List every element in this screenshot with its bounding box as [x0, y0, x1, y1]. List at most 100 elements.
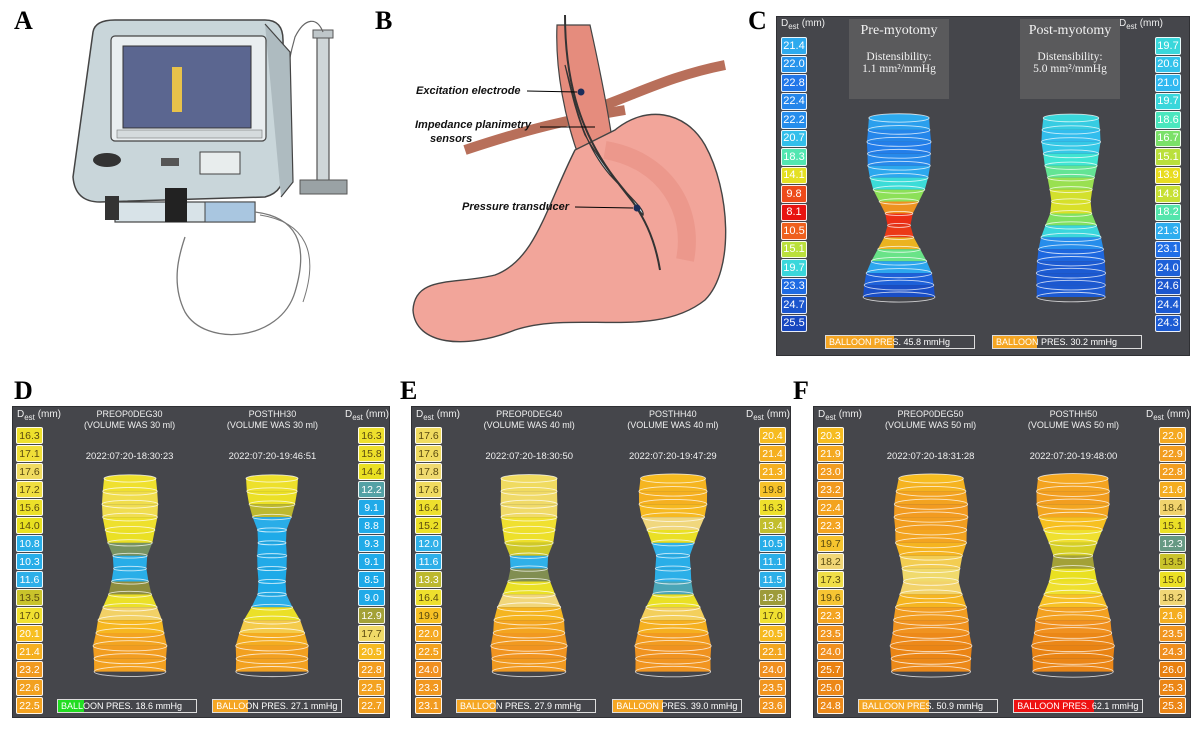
diameter-cell: 8.5 [358, 571, 385, 588]
dest-header-left: Dest (mm) [17, 409, 62, 422]
balloon-ring [638, 498, 708, 510]
balloon-ring [500, 499, 558, 509]
diameter-cell: 18.3 [781, 148, 807, 166]
balloon-ring [1040, 232, 1102, 242]
balloon-ring [1036, 485, 1111, 497]
diameter-cell: 14.0 [16, 517, 43, 534]
balloon-segment [1041, 129, 1101, 142]
diameter-cell: 23.2 [817, 481, 844, 498]
post-myotomy-box: Post-myotomy Distensibility: 5.0 mm²/mmH… [1020, 19, 1120, 99]
balloon-ring [878, 198, 920, 205]
balloon-segment [893, 491, 968, 505]
balloon-ring [891, 627, 970, 639]
balloon-ring [894, 537, 967, 549]
diameter-cell: 21.3 [759, 463, 786, 480]
balloon-pressure-pre: BALLOON PRES. 50.9 mmHg [858, 699, 998, 713]
diameter-cell: 22.8 [781, 74, 807, 92]
balloon-ring [1042, 113, 1100, 123]
balloon-segment [1043, 153, 1099, 166]
pressure-fill [1014, 700, 1094, 712]
impedance-label-line2: sensors [430, 133, 473, 145]
balloon-ring [634, 640, 712, 652]
balloon-pressure-post: BALLOON PRES. 27.1 mmHg [212, 699, 343, 713]
balloon-pressure-pre: BALLOON PRES. 27.9 mmHg [456, 699, 596, 713]
diameter-cell: 20.5 [759, 625, 786, 642]
balloon-ring [1044, 221, 1098, 230]
balloon-ring [877, 245, 921, 253]
balloon-ring [887, 222, 911, 228]
balloon-segment [652, 581, 694, 595]
balloon-segment [101, 491, 158, 505]
balloon-ring [1042, 149, 1100, 159]
balloon-segment [1041, 141, 1101, 154]
diameter-cell: 22.4 [817, 499, 844, 516]
panel-label-f: F [793, 376, 809, 405]
balloon-ring [867, 148, 931, 159]
pre-distensibility-value: 1.1 mm²/mmHg [862, 63, 936, 75]
diameter-cell: 15.1 [1159, 517, 1186, 534]
diameter-cell: 16.3 [358, 427, 385, 444]
balloon-ring [257, 527, 288, 533]
diameter-cell: 13.4 [759, 517, 786, 534]
balloon-ring [251, 603, 294, 611]
balloon-ring [491, 653, 567, 665]
pressure-value: 27.1 mmHg [290, 701, 338, 711]
balloon-segment [893, 517, 968, 530]
balloon-segment [1032, 632, 1115, 646]
balloon-ring [111, 552, 148, 559]
diameter-cell: 15.2 [415, 517, 442, 534]
balloon-segment [866, 141, 932, 154]
balloon-ring [645, 602, 701, 612]
pressure-fill [859, 700, 930, 712]
balloon-segment [507, 568, 551, 582]
balloon-segment [864, 273, 934, 286]
balloon-ring [889, 639, 972, 652]
excitation-electrode-label: Excitation electrode [416, 85, 521, 97]
diameter-cell: 23.0 [817, 463, 844, 480]
balloon-pressure-pre: BALLOON PRES. 18.6 mmHg [57, 699, 197, 713]
balloon-segment [490, 632, 568, 646]
balloon-segment [885, 213, 913, 226]
pre-balloon-geometry [490, 474, 568, 678]
diameter-cell: 22.0 [415, 625, 442, 642]
balloon-segment [1034, 620, 1113, 633]
diameter-cell: 23.3 [781, 277, 807, 295]
diameter-cell: 22.4 [781, 92, 807, 110]
balloon-segment [257, 529, 287, 543]
balloon-ring [500, 486, 558, 496]
diameter-cell: 9.0 [358, 589, 385, 606]
balloon-ring [502, 590, 556, 599]
balloon-segment [257, 542, 288, 556]
balloon-ring [1044, 589, 1103, 599]
balloon-ring [257, 566, 288, 572]
diameter-cell: 22.9 [1159, 445, 1186, 462]
balloon-pressure-post: BALLOON PRES. 39.0 mmHg [612, 699, 743, 713]
pre-distensibility-label: Distensibility: [866, 51, 932, 63]
balloon-segment [1038, 237, 1104, 250]
diameter-cell: 22.3 [817, 517, 844, 534]
balloon-ring [1036, 498, 1111, 510]
diameter-cell: 22.2 [781, 111, 807, 129]
pre-balloon-geometry [889, 473, 972, 678]
balloon-segment [1037, 249, 1105, 262]
diameter-cell: 13.5 [1159, 553, 1186, 570]
pre-volume-label: (VOLUME WAS 50 ml) [884, 420, 977, 430]
dest-header-right: Dest (mm) [345, 409, 390, 422]
diameter-cell: 25.0 [817, 679, 844, 696]
balloon-ring [1050, 198, 1092, 205]
pressure-label: BALLOON PRES. [216, 701, 289, 711]
balloon-ring [637, 627, 709, 639]
balloon-ring [1038, 244, 1104, 255]
diameter-cell: 15.6 [16, 499, 43, 516]
diameter-cell: 23.6 [759, 697, 786, 714]
diameter-cell: 25.7 [817, 661, 844, 678]
diameter-cell: 22.7 [358, 697, 385, 714]
balloon-ring [1053, 552, 1094, 559]
balloon-segment [253, 517, 292, 530]
balloon-pressure-post: BALLOON PRES. 62.1 mmHg [1013, 699, 1144, 713]
panel-label-b: B [375, 6, 393, 35]
balloon-ring [510, 565, 549, 572]
balloon-segment [257, 568, 287, 582]
